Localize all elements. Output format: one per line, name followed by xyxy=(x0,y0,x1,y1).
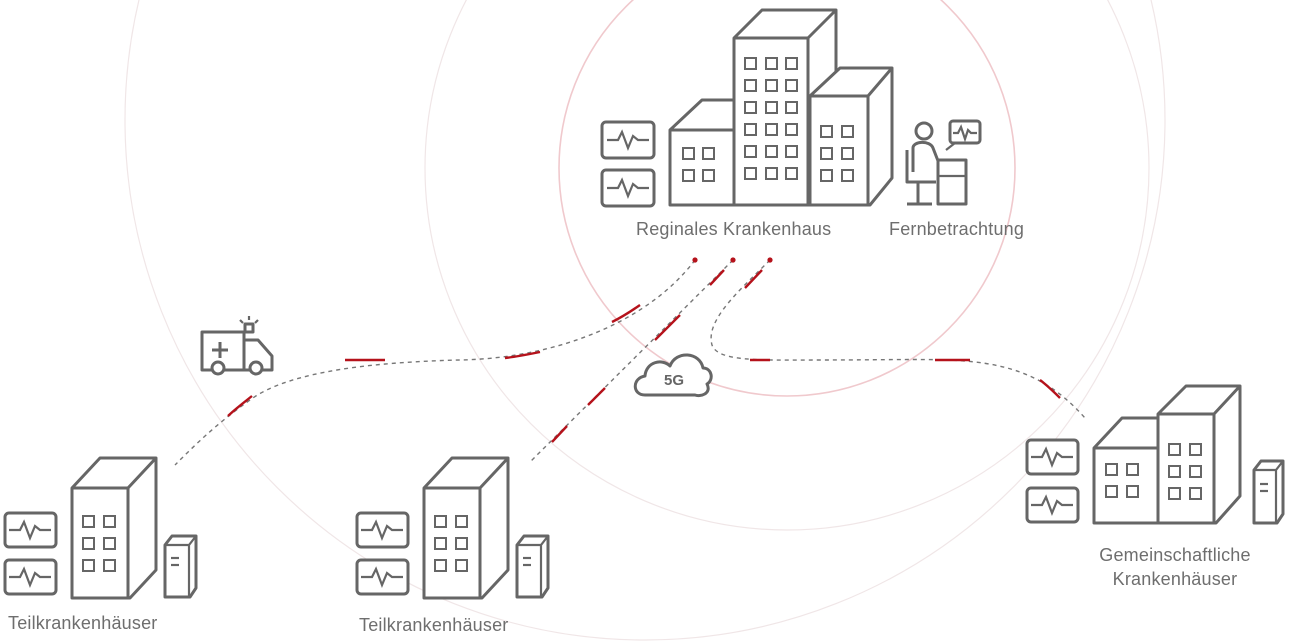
server-icon xyxy=(515,534,550,599)
ambulance-icon xyxy=(200,316,274,376)
sub-hospital-middle xyxy=(355,456,550,600)
sub-hospital-middle-label: Teilkrankenhäuser xyxy=(359,615,509,635)
range-ring-inner xyxy=(558,0,1016,397)
network-label: 5G xyxy=(664,372,684,389)
building-icon xyxy=(668,98,738,207)
remote-viewing-label: Fernbetrachtung xyxy=(889,219,1025,239)
monitor-icon xyxy=(3,511,58,549)
cloud-5g-icon xyxy=(633,353,713,398)
regional-hospital xyxy=(600,8,894,208)
building-icon xyxy=(70,456,158,600)
regional-hospital-label: Reginales Krankenhaus xyxy=(636,219,832,239)
sub-hospital-left-label: Teilkrankenhäuser xyxy=(8,613,158,633)
community-hospitals xyxy=(1025,384,1285,525)
server-icon xyxy=(163,534,198,599)
sub-hospital-left xyxy=(3,456,198,600)
monitor-icon xyxy=(1025,486,1080,524)
link-middle xyxy=(529,257,736,463)
building-icon xyxy=(1092,416,1162,525)
server-icon xyxy=(1252,459,1285,525)
monitor-icon xyxy=(355,511,410,549)
monitor-icon xyxy=(1025,438,1080,476)
monitor-icon xyxy=(600,120,656,160)
range-ring-outer xyxy=(124,0,1166,641)
monitor-icon xyxy=(3,558,58,596)
building-icon xyxy=(808,66,894,207)
community-hospitals-label-line1: Gemeinschaftliche xyxy=(1099,545,1251,565)
range-ring-middle xyxy=(424,0,1150,531)
building-icon xyxy=(422,456,510,600)
link-left xyxy=(174,257,698,466)
link-right xyxy=(710,257,1086,419)
doctor-workstation-icon xyxy=(905,119,982,206)
monitor-icon xyxy=(600,168,656,208)
monitor-icon xyxy=(355,558,410,596)
community-hospitals-label-line2: Krankenhäuser xyxy=(1112,569,1238,589)
building-icon xyxy=(1156,384,1242,525)
